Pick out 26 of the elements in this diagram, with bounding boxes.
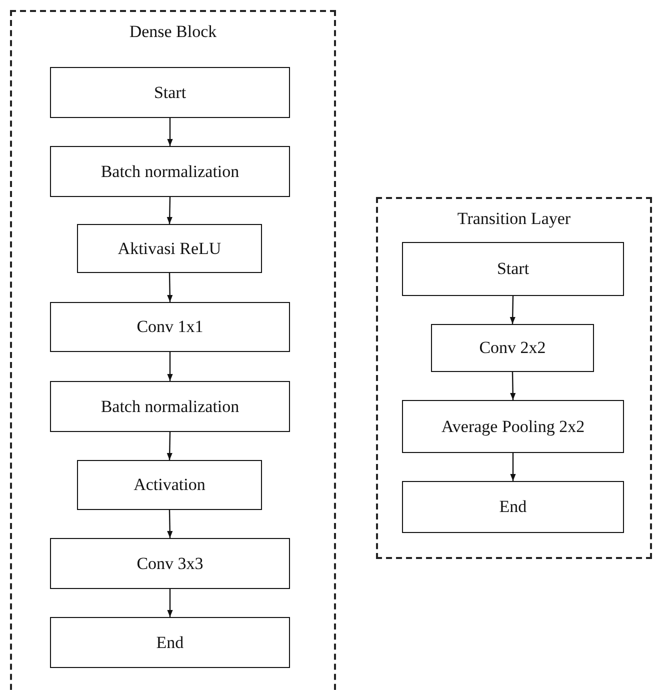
arrow — [167, 272, 173, 302]
process-box: Aktivasi ReLU — [77, 224, 262, 273]
process-box: End — [50, 617, 290, 668]
process-box: Start — [402, 242, 624, 296]
group-title: Transition Layer — [456, 209, 572, 229]
arrow — [167, 352, 173, 381]
process-box: Conv 1x1 — [50, 302, 290, 352]
process-box: Conv 3x3 — [50, 538, 290, 589]
arrow — [510, 453, 516, 481]
arrow — [167, 118, 173, 146]
group-frame — [10, 10, 336, 690]
process-box: Activation — [77, 460, 262, 510]
arrow — [167, 589, 173, 617]
process-box: Batch normalization — [50, 381, 290, 432]
process-box: End — [402, 481, 624, 533]
arrow — [166, 432, 172, 460]
arrow — [166, 196, 172, 224]
process-box: Batch normalization — [50, 146, 290, 197]
group-title: Dense Block — [128, 22, 218, 42]
arrow — [510, 372, 516, 400]
process-box: Start — [50, 67, 290, 118]
arrow — [510, 296, 516, 324]
process-box: Conv 2x2 — [431, 324, 594, 372]
arrow — [167, 510, 173, 538]
process-box: Average Pooling 2x2 — [402, 400, 624, 453]
group-frame — [376, 197, 652, 559]
